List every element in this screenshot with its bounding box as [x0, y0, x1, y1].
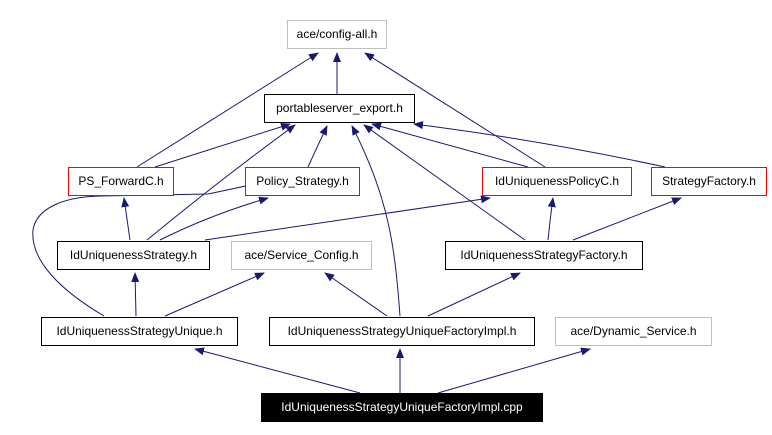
- node-iduniqueness-strategy-factory[interactable]: IdUniquenessStrategyFactory.h: [445, 241, 643, 270]
- node-iduniqueness-policyc[interactable]: IdUniquenessPolicyC.h: [482, 167, 632, 196]
- edge-unique-serviceconfig: [164, 272, 265, 317]
- node-iduniqueness-strategy[interactable]: IdUniquenessStrategy.h: [57, 241, 210, 270]
- edge-strategyfactory-policyc: [547, 197, 556, 241]
- edge-unique-portable: [32, 180, 261, 317]
- edge-policyc-configall: [364, 52, 546, 168]
- node-dynamic-service[interactable]: ace/Dynamic_Service.h: [555, 317, 712, 346]
- edge-unique-strategy: [131, 272, 140, 317]
- node-iduniqueness-strategy-unique[interactable]: IdUniquenessStrategyUnique.h: [41, 317, 238, 346]
- edge-psforwardc-configall: [136, 52, 319, 168]
- edge-cpp-unique: [194, 347, 361, 394]
- edge-strategy-psforwardc: [121, 197, 131, 241]
- node-policy-strategy[interactable]: Policy_Strategy.h: [245, 167, 360, 196]
- node-strategy-factory[interactable]: StrategyFactory.h: [651, 167, 767, 196]
- node-unique-factory-impl-cpp: IdUniquenessStrategyUniqueFactoryImpl.cp…: [261, 393, 543, 422]
- node-portableserver-export[interactable]: portableserver_export.h: [264, 94, 415, 123]
- edge-strategy-policyc: [204, 195, 491, 241]
- edge-psforwardc-portable: [154, 122, 291, 168]
- edge-cpp-dynamicservice: [437, 347, 591, 394]
- edge-policystrategy-portable: [307, 125, 328, 168]
- node-service-config[interactable]: ace/Service_Config.h: [231, 241, 372, 270]
- edge-strategyfactory-sf: [572, 197, 682, 241]
- edge-uniqueimpl-portable: [351, 125, 401, 317]
- edge-policyc-portable: [371, 122, 529, 168]
- edge-strategyfactory-h-portable: [363, 124, 526, 241]
- edge-strategyfactory-portable: [413, 121, 666, 168]
- node-config-all[interactable]: ace/config-all.h: [287, 20, 387, 49]
- node-unique-factory-impl-h[interactable]: IdUniquenessStrategyUniqueFactoryImpl.h: [269, 317, 535, 346]
- edge-strategy-portable: [146, 124, 296, 241]
- edge-uniqueimpl-serviceconfig: [324, 272, 388, 317]
- edge-strategy-policystrategy: [159, 196, 269, 241]
- node-ps-forwardc[interactable]: PS_ForwardC.h: [68, 167, 174, 196]
- edge-uniqueimpl-strategyfactory: [427, 272, 521, 317]
